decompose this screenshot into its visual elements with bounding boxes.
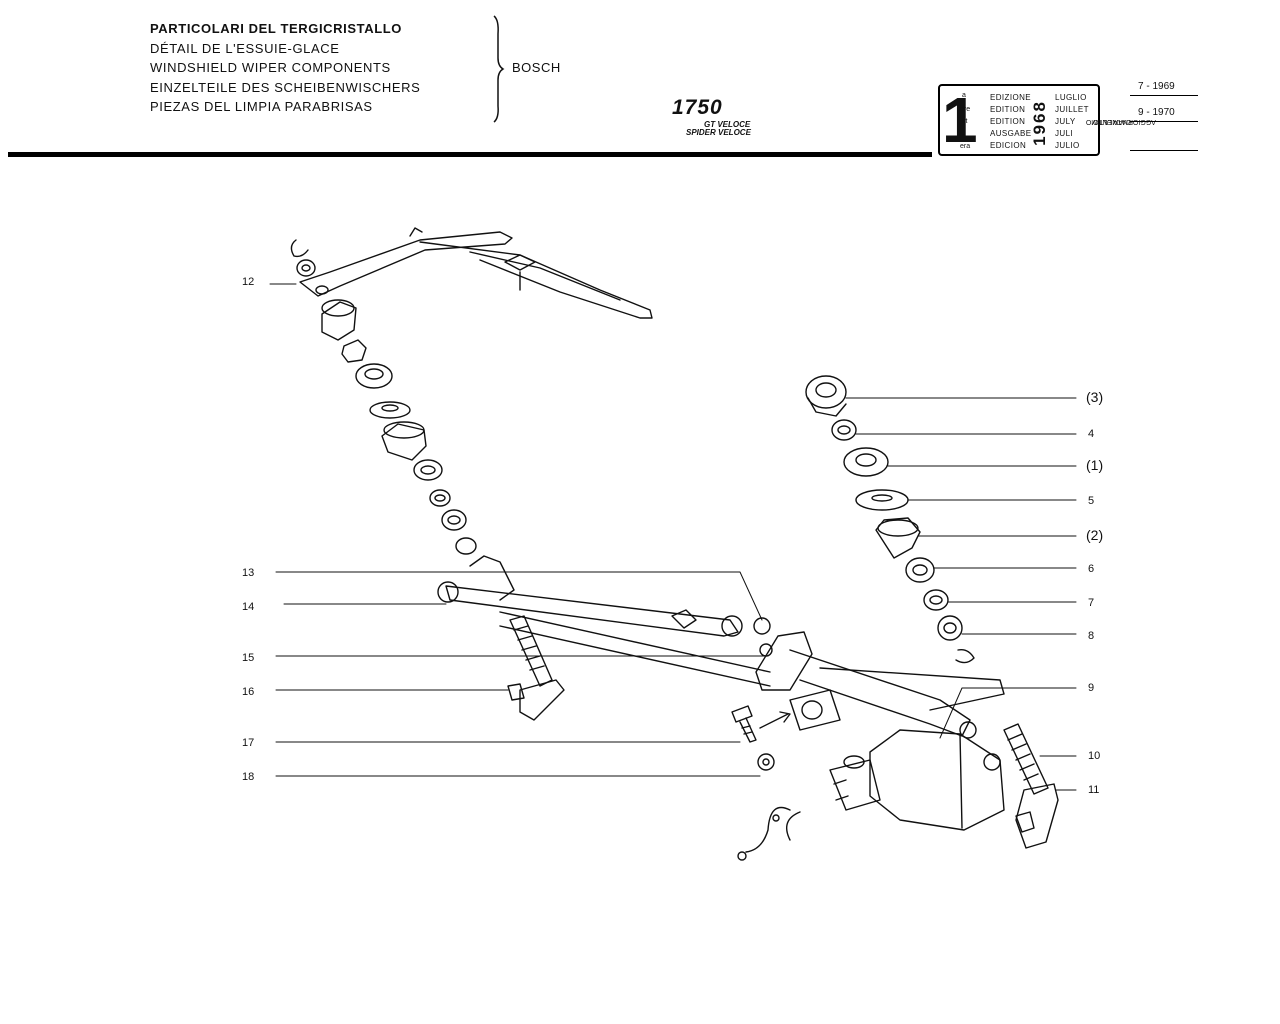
edition-number: 1 [942, 84, 978, 156]
spindle-parts-left-icon [321, 299, 477, 555]
spindle-parts-right-icon [805, 375, 975, 664]
update-date: 9 - 1970 [1138, 107, 1175, 118]
edition-label: EDITION [990, 105, 1026, 114]
model-title: 1750 [672, 96, 723, 119]
model-variant-spider: SPIDER VELOCE [686, 128, 751, 137]
callout-15: 15 [242, 652, 255, 664]
edition-suffix: st [962, 118, 968, 125]
update-line [1130, 95, 1198, 96]
edition-month: JULIO [1055, 141, 1080, 150]
callout-17: 17 [242, 737, 255, 749]
edition-suffix: ere [960, 106, 971, 113]
callout-7: 7 [1088, 597, 1095, 609]
update-line [1130, 150, 1198, 151]
callout-3: (3) [1086, 389, 1104, 405]
callout-12: 12 [242, 276, 255, 288]
callout-10: 10 [1088, 750, 1101, 762]
callout-16: 16 [242, 686, 255, 698]
title-italian: PARTICOLARI DEL TERGICRISTALLO [150, 21, 402, 36]
edition-month: JULI [1055, 129, 1074, 138]
title-german: EINZELTEILE DES SCHEIBENWISCHERS [150, 79, 421, 95]
edition-label: AUSGABE [990, 129, 1032, 138]
brace-icon [493, 15, 505, 123]
wiper-arm-icon [299, 227, 653, 319]
edition-month: LUGLIO [1055, 93, 1087, 102]
callout-4: 4 [1088, 428, 1095, 440]
update-date: 7 - 1969 [1138, 81, 1175, 92]
callout-13: 13 [242, 567, 255, 579]
stud-bracket-left-icon [507, 615, 565, 721]
bolt-icon [731, 617, 791, 771]
callout-11: 11 [1088, 784, 1100, 796]
brand-label: BOSCH [512, 60, 561, 75]
callout-6: 6 [1088, 563, 1095, 575]
edition-suffix: a [962, 92, 966, 99]
crank-bracket-icon [755, 631, 1005, 739]
leader-lines [269, 283, 1077, 791]
edition-label: EDITION [990, 117, 1026, 126]
callout-1: (1) [1086, 457, 1104, 473]
title-french: DÉTAIL DE L'ESSUIE-GLACE [150, 40, 340, 56]
edition-month: JULY [1055, 117, 1076, 126]
edition-suffix: . [962, 130, 964, 137]
edition-suffix: era [960, 143, 971, 150]
model-variant-gt: GT VELOCE [704, 120, 751, 129]
edition-month: JUILLET [1055, 105, 1089, 114]
clip-icon [290, 239, 316, 277]
callout-5: 5 [1088, 495, 1095, 507]
title-english: WINDSHIELD WIPER COMPONENTS [150, 60, 391, 75]
title-block: PARTICOLARI DEL TERGICRISTALLO DÉTAIL DE… [150, 19, 420, 117]
callout-8: 8 [1088, 630, 1095, 642]
linkage-rod-icon [437, 555, 771, 687]
callout-2: (2) [1086, 527, 1104, 543]
stud-bracket-right-icon [983, 723, 1059, 849]
edition-label: EDIZIONE [990, 93, 1031, 102]
edition-label: EDICION [990, 141, 1027, 150]
callout-18: 18 [242, 771, 255, 783]
header-rule [8, 152, 932, 157]
wiper-motor-icon [737, 729, 1005, 861]
callout-14: 14 [242, 601, 255, 613]
update-line [1130, 121, 1198, 122]
title-spanish: PIEZAS DEL LIMPIA PARABRISAS [150, 99, 373, 114]
callout-9: 9 [1088, 682, 1095, 694]
edition-box [938, 84, 1100, 156]
